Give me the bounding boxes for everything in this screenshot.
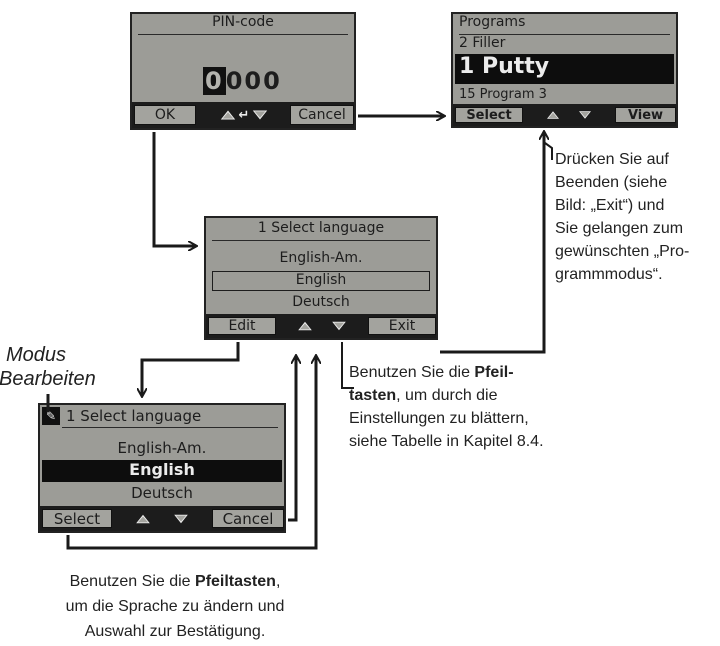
arrow-down-icon[interactable] <box>174 514 188 523</box>
pin-code-value[interactable]: 0000 <box>203 67 282 95</box>
pin-code-screen: PIN-code 0000 OK ↵ Cancel <box>130 12 356 130</box>
edit-screen-title: 1 Select language <box>66 407 202 425</box>
arrow-select-to-language <box>66 356 316 550</box>
program-list-item[interactable]: 2 Filler <box>459 35 506 51</box>
pin-softkey-bar: OK ↵ Cancel <box>132 102 354 128</box>
arrow-ok-to-language <box>152 132 196 246</box>
arrow-keys-instruction-line: siehe Tabelle in Kapitel 8.4. <box>349 433 544 450</box>
modus-label: Modus <box>6 344 67 366</box>
select-button[interactable]: Select <box>455 107 523 123</box>
arrow-up-icon[interactable] <box>220 110 235 120</box>
exit-instruction-line: Drücken Sie auf <box>555 151 669 168</box>
arrow-keys-instruction: Benutzen Sie die Pfeil- tasten, um durch… <box>349 361 589 453</box>
bearbeiten-label: Bearbeiten <box>0 368 96 390</box>
language-list-item[interactable]: English-Am. <box>279 250 363 266</box>
edit-button-label: Edit <box>228 318 256 334</box>
exit-instruction-line: gewünschten „Pro- <box>555 243 690 260</box>
edit-title-divider <box>62 427 278 428</box>
exit-instruction-line: grammmodus“. <box>555 266 663 283</box>
language-title-divider <box>212 240 430 241</box>
edit-button[interactable]: Edit <box>208 317 276 335</box>
exit-button[interactable]: Exit <box>368 317 436 335</box>
arrow-up-icon[interactable] <box>547 111 559 119</box>
arrow-down-icon[interactable] <box>253 110 268 120</box>
pin-cursor-digit: 0 <box>203 67 226 95</box>
cancel-button-label: Cancel <box>298 107 346 123</box>
arrow-edit-to-editmode <box>142 342 240 396</box>
programs-softkey-bar: Select View <box>453 104 676 126</box>
caption-pointer-exit <box>544 142 553 160</box>
enter-arrow-icon[interactable]: ↵ <box>238 107 250 123</box>
programs-screen-title: Programs <box>459 14 526 30</box>
language-screen-title: 1 Select language <box>257 220 385 236</box>
cancel-button[interactable]: Cancel <box>290 105 354 125</box>
pin-screen-title: PIN-code <box>212 14 274 30</box>
arrow-up-icon[interactable] <box>136 514 150 523</box>
programs-title-divider <box>459 34 670 35</box>
pin-remaining-digits: 000 <box>225 67 282 95</box>
pin-navigation-keys[interactable]: ↵ <box>204 105 284 125</box>
language-list-item-selected-label: English <box>295 272 347 288</box>
programs-screen: Programs 2 Filler 1 Putty 15 Program 3 S… <box>451 12 678 128</box>
exit-instruction: Drücken Sie auf Beenden (siehe Bild: „Ex… <box>555 148 715 286</box>
language-softkey-bar: Edit Exit <box>206 314 436 338</box>
exit-instruction-line: Beenden (siehe <box>555 174 668 191</box>
edit-list-item[interactable]: Deutsch <box>131 484 193 502</box>
language-screen: 1 Select language English-Am. English De… <box>204 216 438 340</box>
exit-instruction-line: Bild: „Exit“) und <box>555 197 665 214</box>
arrow-keys-instruction-line: tasten, um durch die <box>349 387 498 404</box>
edit-list-item[interactable]: English-Am. <box>117 439 207 457</box>
bottom-instruction-line: Auswahl zur Bestätigung. <box>84 623 266 640</box>
arrow-keys-instruction-line: Benutzen Sie die Pfeil- <box>349 364 514 381</box>
bottom-instruction-line: Benutzen Sie die Pfeiltasten, <box>69 573 281 590</box>
edit-mode-screen: ✎ 1 Select language English-Am. English … <box>38 403 286 533</box>
ok-button[interactable]: OK <box>134 105 196 125</box>
exit-instruction-line: Sie gelangen zum <box>555 220 684 237</box>
arrow-up-icon[interactable] <box>298 321 312 331</box>
arrow-exit-to-programs <box>440 132 544 354</box>
view-button-label: View <box>627 107 664 123</box>
edit-softkey-bar: Select Cancel <box>40 506 284 531</box>
program-list-item-selected[interactable] <box>455 54 674 84</box>
exit-button-label: Exit <box>388 318 416 334</box>
language-list-item[interactable]: Deutsch <box>292 294 350 310</box>
programs-navigation-keys[interactable] <box>529 107 609 123</box>
arrow-cancel-to-language <box>288 356 296 522</box>
view-button[interactable]: View <box>615 107 676 123</box>
arrow-down-icon[interactable] <box>332 321 346 331</box>
arrow-down-icon[interactable] <box>579 111 591 119</box>
program-list-item-selected-label: 1 Putty <box>459 54 550 79</box>
program-list-item[interactable]: 15 Program 3 <box>459 87 547 102</box>
language-navigation-keys[interactable] <box>282 317 362 335</box>
edit-list-item-selected-label: English <box>129 460 195 479</box>
cancel-button[interactable]: Cancel <box>212 509 284 528</box>
caption-pointer-arrows <box>341 342 354 389</box>
cancel-button-label: Cancel <box>222 509 274 528</box>
ok-button-label: OK <box>154 107 176 123</box>
bottom-instruction: Benutzen Sie die Pfeiltasten, um die Spr… <box>40 569 310 644</box>
edit-list-item-selected[interactable] <box>42 460 282 482</box>
arrow-keys-instruction-line: Einstellungen zu blättern, <box>349 410 529 427</box>
edit-navigation-keys[interactable] <box>118 509 206 528</box>
select-button-label: Select <box>53 509 101 528</box>
select-button[interactable]: Select <box>42 509 112 528</box>
bottom-instruction-line: um die Sprache zu ändern und <box>65 598 285 615</box>
language-list-item-selected[interactable] <box>212 271 430 291</box>
pin-title-divider <box>138 34 348 35</box>
select-button-label: Select <box>466 107 512 123</box>
